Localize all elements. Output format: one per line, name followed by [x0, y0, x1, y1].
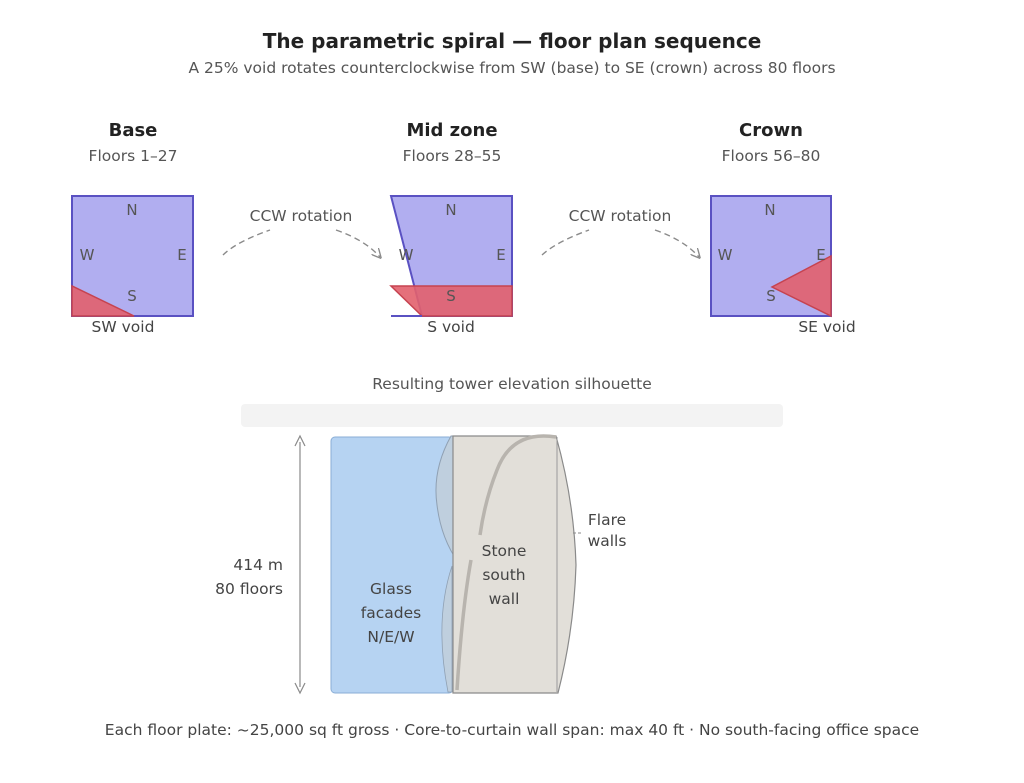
flare-curve-lower: [455, 559, 473, 691]
compass-s-mid: S: [446, 287, 456, 305]
stage-floors-base: Floors 1–27: [88, 147, 178, 165]
elevation-title: Resulting tower elevation silhouette: [372, 375, 652, 393]
glass-label: Glass facades N/E/W: [341, 577, 441, 649]
glass-facade-block: [330, 436, 454, 694]
height-arrow-top: [294, 434, 306, 447]
rotation-arrow-2-right: [654, 229, 699, 257]
plate-crown-square: [710, 195, 832, 317]
tower-elevation: [330, 434, 582, 694]
stone-label-line-3: wall: [488, 590, 520, 608]
compass-s-base: S: [127, 287, 137, 305]
stage-floors-crown: Floors 56–80: [721, 147, 821, 165]
stone-label-line-2: south: [482, 566, 526, 584]
floor-plate-base: N W E S: [71, 195, 194, 317]
compass-s-crown: S: [766, 287, 776, 305]
void-label-base: SW void: [91, 318, 155, 336]
rotation-arrow-1-right: [335, 229, 380, 257]
compass-e-crown: E: [816, 246, 825, 264]
void-base-sw: [71, 284, 135, 317]
compass-e-mid: E: [496, 246, 505, 264]
flare-curve-upper: [478, 434, 557, 536]
footer-note: Each floor plate: ~25,000 sq ft gross · …: [104, 721, 920, 739]
diagram-title: The parametric spiral — floor plan seque…: [262, 29, 762, 53]
stone-label: Stone south wall: [454, 539, 554, 611]
glass-label-line-2: facades: [360, 604, 422, 622]
rotation-arrow-2-left: [541, 229, 590, 256]
elevation-band: [241, 404, 783, 427]
diagram-subtitle: A 25% void rotates counterclockwise from…: [188, 59, 836, 77]
void-mid-s: [389, 285, 513, 317]
height-value: 414 m: [233, 556, 283, 574]
void-label-mid: S void: [427, 318, 475, 336]
glass-label-line-1: Glass: [370, 580, 412, 598]
stage-name-mid: Mid zone: [406, 120, 498, 141]
compass-w-base: W: [80, 246, 95, 264]
stone-south-wall: [452, 435, 577, 694]
glass-label-line-3: N/E/W: [367, 628, 415, 646]
stage-name-crown: Crown: [739, 120, 803, 141]
stage-name-base: Base: [108, 120, 158, 141]
rotation-label-2: CCW rotation: [568, 207, 672, 225]
flare-label: Flare walls: [584, 510, 630, 552]
compass-n-base: N: [126, 201, 137, 219]
rotation-label-1: CCW rotation: [249, 207, 353, 225]
rotation-arrow-1-left: [222, 229, 271, 256]
height-arrow-bottom: [294, 682, 306, 695]
compass-n-mid: N: [445, 201, 456, 219]
glass-flare-lower: [441, 565, 453, 693]
compass-e-base: E: [177, 246, 186, 264]
compass-w-mid: W: [399, 246, 414, 264]
flare-label-line-2: walls: [587, 532, 627, 550]
stage-floors-mid: Floors 28–55: [402, 147, 502, 165]
flare-label-line-1: Flare: [587, 511, 627, 529]
floor-plate-crown: N W E S: [710, 195, 832, 318]
floor-plate-mid: N W E S: [389, 195, 513, 317]
compass-n-crown: N: [764, 201, 775, 219]
stone-label-line-1: Stone: [481, 542, 527, 560]
compass-w-crown: W: [718, 246, 733, 264]
void-label-crown: SE void: [798, 318, 856, 336]
void-crown-se: [770, 254, 832, 318]
height-floors: 80 floors: [215, 580, 283, 598]
